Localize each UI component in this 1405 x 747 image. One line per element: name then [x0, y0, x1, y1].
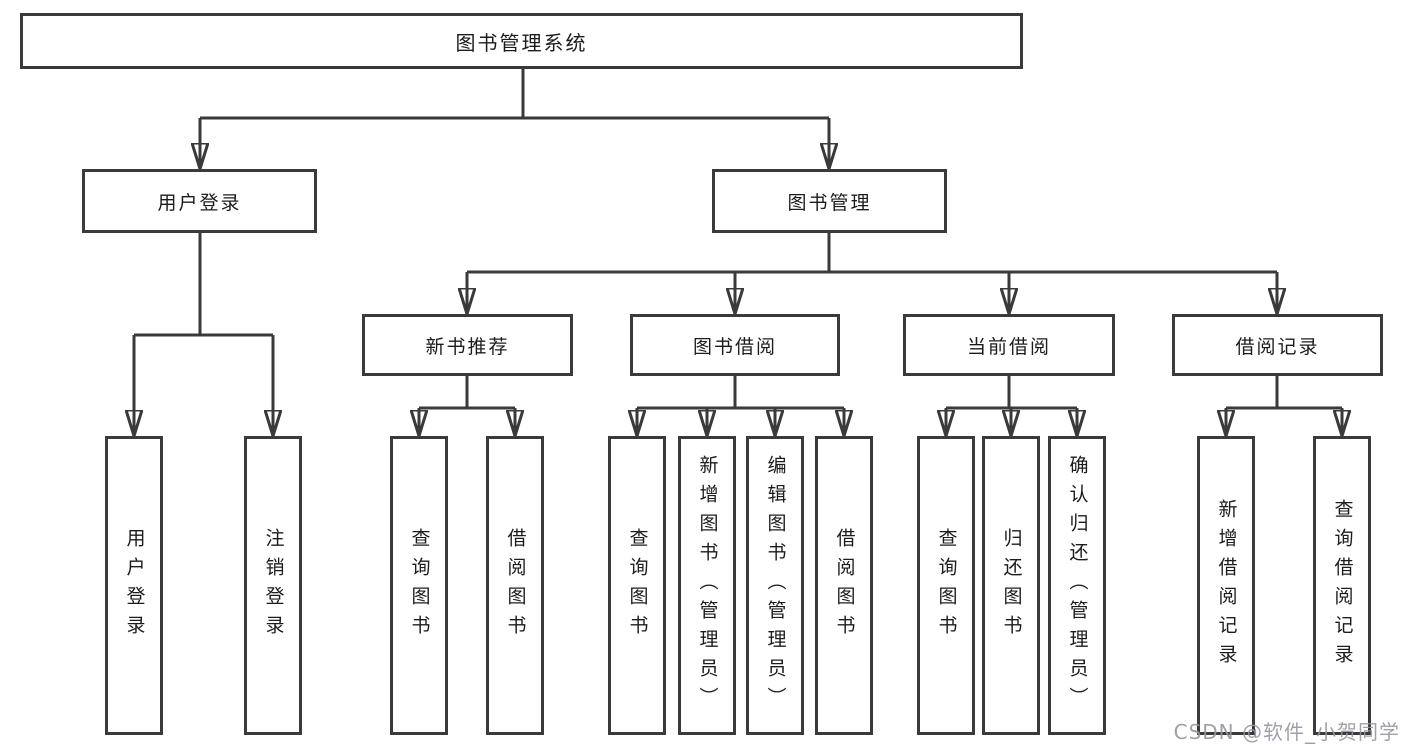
leaf-user-login: 用户登录 [105, 436, 163, 735]
leaf-logout: 注销登录 [244, 436, 302, 735]
node-label: 用户登录 [157, 191, 242, 214]
node-label: 新书推荐 [425, 335, 510, 358]
leaf-confirm-return-admin: 确认归还（管理员） [1048, 436, 1106, 735]
node-book-management: 图书管理 [712, 169, 947, 233]
leaf-borrow-books: 借阅图书 [815, 436, 873, 735]
leaf-return-book: 归还图书 [982, 436, 1040, 735]
node-current-borrowing: 当前借阅 [903, 314, 1115, 376]
leaf-query-borrow-record: 查询借阅记录 [1313, 436, 1371, 735]
leaf-edit-book-admin: 编辑图书（管理员） [746, 436, 804, 735]
leaf-query-books-borrow: 查询图书 [608, 436, 666, 735]
node-label: 编辑图书（管理员） [764, 455, 787, 716]
node-label: 图书借阅 [692, 335, 777, 358]
node-label: 查询借阅记录 [1331, 498, 1354, 673]
node-label: 查询图书 [935, 527, 958, 644]
node-label: 查询图书 [626, 527, 649, 644]
node-label: 查询图书 [408, 527, 431, 644]
node-new-book-recommend: 新书推荐 [362, 314, 573, 376]
leaf-query-books-recommend: 查询图书 [390, 436, 448, 735]
node-borrowing-records: 借阅记录 [1172, 314, 1383, 376]
leaf-add-book-admin: 新增图书（管理员） [678, 436, 736, 735]
node-label: 图书管理 [787, 191, 872, 214]
node-label: 借阅记录 [1235, 335, 1320, 358]
node-label: 当前借阅 [966, 335, 1051, 358]
node-label: 归还图书 [1000, 527, 1023, 644]
node-label: 用户登录 [123, 527, 146, 644]
leaf-borrow-books-recommend: 借阅图书 [486, 436, 544, 735]
node-label: 借阅图书 [833, 527, 856, 644]
node-label: 图书管理系统 [455, 30, 588, 55]
node-library-management-system: 图书管理系统 [20, 13, 1023, 69]
node-label: 注销登录 [262, 527, 285, 644]
node-book-borrowing: 图书借阅 [630, 314, 840, 376]
node-user-login: 用户登录 [82, 169, 317, 233]
node-label: 新增图书（管理员） [696, 455, 719, 716]
node-label: 确认归还（管理员） [1066, 455, 1089, 716]
leaf-add-borrow-record: 新增借阅记录 [1197, 436, 1255, 735]
node-label: 新增借阅记录 [1215, 498, 1238, 673]
node-label: 借阅图书 [504, 527, 527, 644]
leaf-query-books-current: 查询图书 [917, 436, 975, 735]
